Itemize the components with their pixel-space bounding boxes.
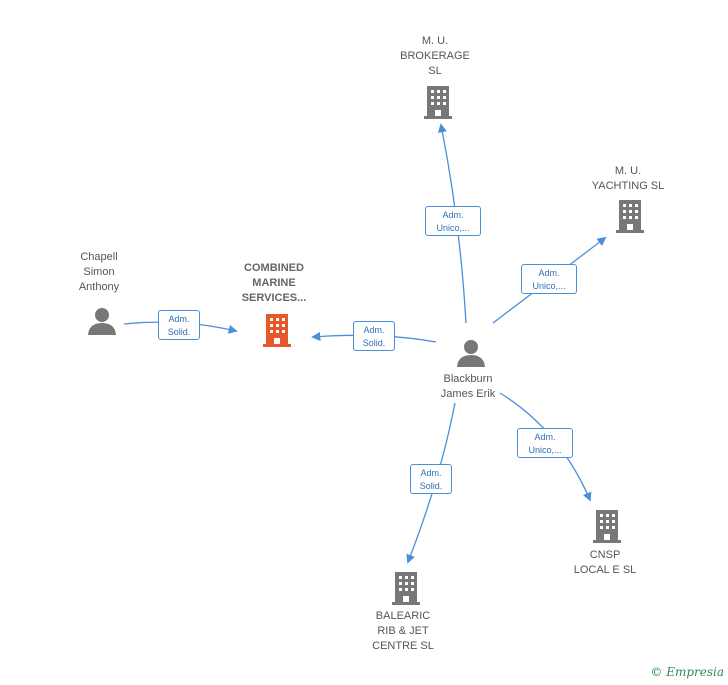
building-icon-brokerage[interactable] <box>423 84 453 120</box>
edge-label-chapell-combined[interactable]: Adm. Solid. <box>158 310 200 340</box>
node-label-brokerage[interactable]: M. U. BROKERAGE SL <box>400 35 470 77</box>
building-icon-yachting[interactable] <box>615 198 645 234</box>
building-icon-combined[interactable] <box>261 312 293 348</box>
node-label-cnsp[interactable]: CNSP LOCAL E SL <box>573 549 637 576</box>
node-label-balearic[interactable]: BALEARIC RIB & JET CENTRE SL <box>372 610 434 652</box>
node-label-chapell[interactable]: Chapell Simon Anthony <box>78 251 120 293</box>
edge-label-blackburn-cnsp[interactable]: Adm. Unico,... <box>517 428 573 458</box>
person-icon-blackburn[interactable] <box>456 338 486 368</box>
edge-label-blackburn-yachting[interactable]: Adm. Unico,... <box>521 264 577 294</box>
edge-label-blackburn-balearic[interactable]: Adm. Solid. <box>410 464 452 494</box>
edge-label-blackburn-brokerage[interactable]: Adm. Unico,... <box>425 206 481 236</box>
node-label-yachting[interactable]: M. U. YACHTING SL <box>591 165 665 192</box>
person-icon-chapell[interactable] <box>87 306 117 336</box>
building-icon-balearic[interactable] <box>391 570 421 606</box>
edge-label-blackburn-combined[interactable]: Adm. Solid. <box>353 321 395 351</box>
node-label-combined[interactable]: COMBINED MARINE SERVICES... <box>241 262 307 304</box>
empresia-watermark: © Empresia <box>650 665 724 679</box>
building-icon-cnsp[interactable] <box>592 508 622 544</box>
node-label-blackburn[interactable]: Blackburn James Erik <box>440 373 496 400</box>
